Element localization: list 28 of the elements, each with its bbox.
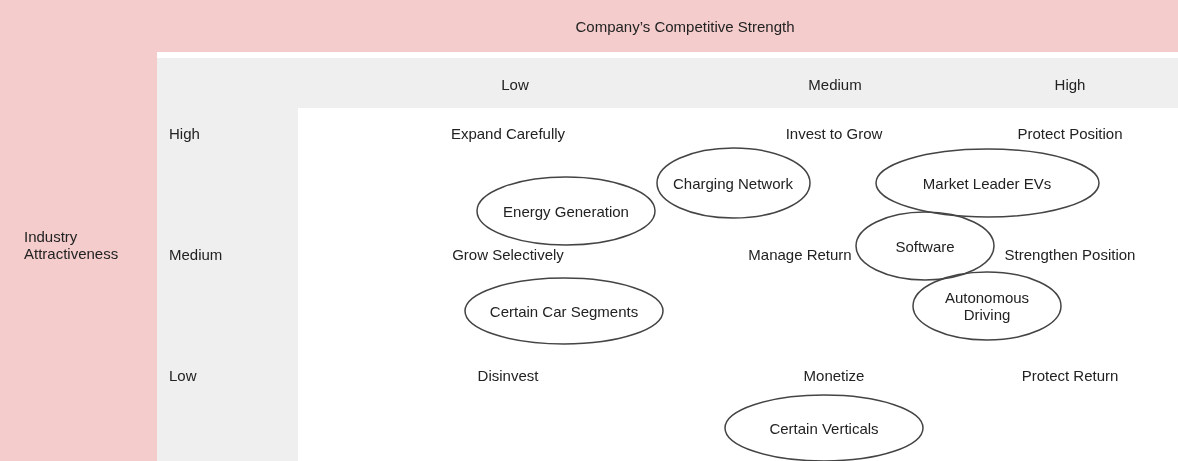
ellipse-label: Energy Generation	[502, 202, 630, 220]
strategy-label: Expand Carefully	[450, 124, 566, 142]
ellipse-label: Autonomous Driving	[943, 289, 1031, 323]
row-heading: High	[169, 124, 200, 142]
column-band	[157, 58, 1178, 108]
strategy-label: Monetize	[803, 366, 865, 384]
side-band	[0, 52, 157, 461]
strategy-label: Protect Return	[1021, 366, 1119, 384]
strategy-label: Invest to Grow	[785, 124, 883, 142]
column-heading: High	[1054, 75, 1086, 93]
strategy-label: Protect Position	[1017, 124, 1123, 142]
column-heading: Medium	[808, 75, 862, 93]
ellipse-label: Certain Car Segments	[488, 302, 640, 320]
strategy-label: Manage Return	[748, 245, 852, 263]
row-heading: Low	[169, 366, 197, 384]
column-heading: Low	[501, 75, 529, 93]
row-heading: Medium	[169, 245, 223, 263]
strategy-label: Disinvest	[477, 366, 539, 384]
row-band	[157, 108, 298, 461]
ellipse-label: Certain Verticals	[768, 419, 880, 437]
header-band	[0, 0, 1178, 52]
axis-title: Industry Attractiveness	[24, 228, 120, 262]
strategy-label: Grow Selectively	[452, 245, 564, 263]
axis-title: Company’s Competitive Strength	[575, 17, 795, 35]
strategy-label: Strengthen Position	[1004, 245, 1136, 263]
ellipse-label: Charging Network	[671, 174, 795, 192]
ellipse-label: Software	[894, 237, 956, 255]
ellipse-label: Market Leader EVs	[921, 174, 1053, 192]
